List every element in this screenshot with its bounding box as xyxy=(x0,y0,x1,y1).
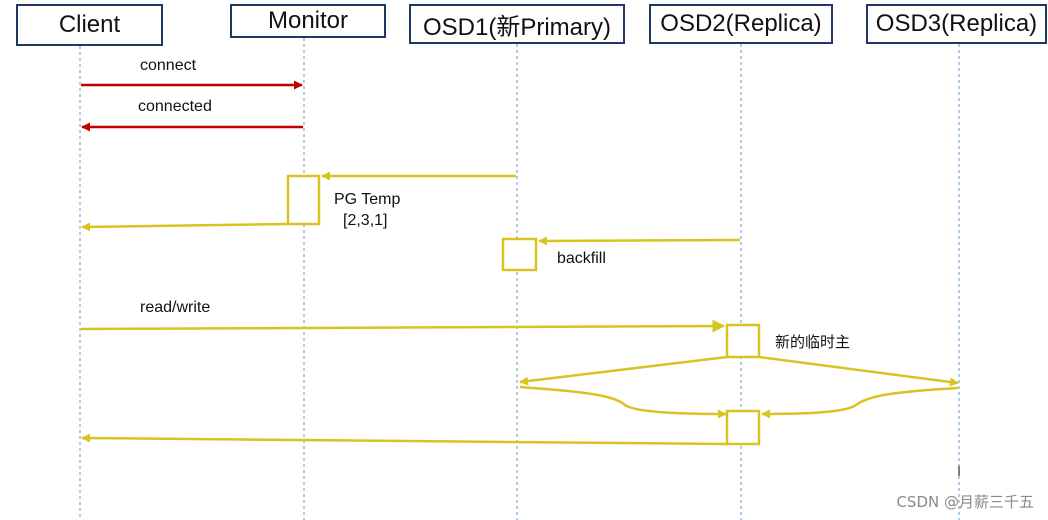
connect-label: connect xyxy=(140,57,197,74)
watermark: CSDN @月薪三千五 xyxy=(896,493,1034,511)
osd1-activation-box xyxy=(501,237,538,272)
osd2-activation-box-bottom xyxy=(725,409,761,446)
new-temp-primary-label: 新的临时主 xyxy=(775,333,851,351)
backfill-arrow xyxy=(538,236,741,246)
participant-osd1: OSD1(新Primary) xyxy=(409,4,625,44)
replicate-to-osd3-arrow xyxy=(758,355,959,387)
read-write-label: read/write xyxy=(140,299,211,316)
replicate-to-osd1-arrow xyxy=(519,355,728,386)
ack-from-osd3-arrow xyxy=(761,386,959,419)
pg-temp-value-label: [2,3,1] xyxy=(343,212,388,229)
pg-temp-to-client-arrow xyxy=(81,222,289,232)
connected-label: connected xyxy=(138,98,212,115)
monitor-activation-box xyxy=(286,174,321,226)
participant-osd2: OSD2(Replica) xyxy=(649,4,833,44)
pg-temp-label: PG Temp xyxy=(334,191,401,208)
participant-client: Client xyxy=(16,4,163,46)
backfill-label: backfill xyxy=(557,250,606,267)
participant-monitor: Monitor xyxy=(230,4,386,38)
reply-to-client-arrow xyxy=(81,433,728,446)
read-write-arrow xyxy=(80,319,726,333)
ack-from-osd1-arrow xyxy=(519,385,727,419)
osd2-activation-box-top xyxy=(725,323,761,359)
participant-osd3: OSD3(Replica) xyxy=(866,4,1047,44)
